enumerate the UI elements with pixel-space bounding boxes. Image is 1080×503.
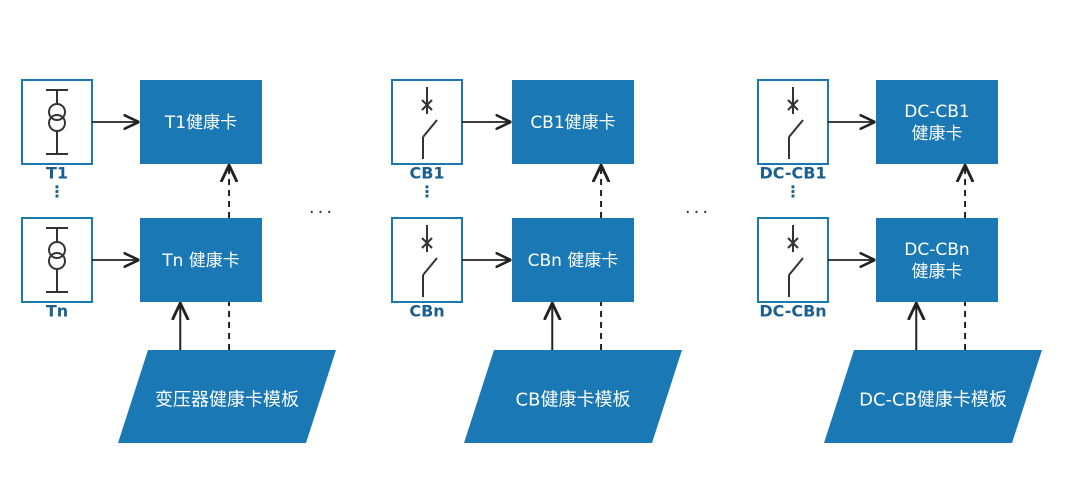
device-label-last: CBn — [409, 302, 444, 321]
device-group-3: DC-CB1⋮DC-CBnDC-CB1健康卡DC-CBn健康卡DC-CB健康卡模… — [757, 79, 1042, 443]
template-parallelogram: DC-CB健康卡模板 — [824, 350, 1042, 443]
template-parallelogram: 变压器健康卡模板 — [118, 350, 336, 443]
circuit-breaker-icon — [757, 79, 829, 165]
template-label: DC-CB健康卡模板 — [859, 390, 1007, 411]
template-parallelogram: CB健康卡模板 — [464, 350, 682, 443]
health-card-first-label: CB1健康卡 — [530, 113, 615, 133]
device-label-first: T1 — [46, 164, 68, 183]
template-label: CB健康卡模板 — [516, 390, 631, 411]
health-card-first: DC-CB1健康卡 — [876, 80, 998, 164]
circuit-breaker-icon — [757, 217, 829, 303]
template-label: 变压器健康卡模板 — [155, 390, 299, 411]
group-separator-2: ··· — [685, 202, 711, 223]
health-card-last-label: CBn 健康卡 — [528, 251, 619, 271]
health-card-last: CBn 健康卡 — [512, 218, 634, 302]
vertical-ellipsis: ⋮ — [419, 182, 435, 201]
health-card-last: Tn 健康卡 — [140, 218, 262, 302]
device-label-last: Tn — [46, 302, 68, 321]
device-label-first: DC-CB1 — [759, 164, 826, 183]
transformer-icon — [21, 79, 93, 165]
transformer-icon — [21, 217, 93, 303]
device-label-first: CB1 — [409, 164, 444, 183]
health-card-first: T1健康卡 — [140, 80, 262, 164]
circuit-breaker-icon — [391, 79, 463, 165]
device-label-last: DC-CBn — [759, 302, 826, 321]
health-card-first-label: 健康卡 — [912, 124, 963, 144]
vertical-ellipsis: ⋮ — [49, 182, 65, 201]
health-card-first: CB1健康卡 — [512, 80, 634, 164]
health-card-last-label: DC-CBn — [904, 240, 969, 260]
health-card-last-label: 健康卡 — [912, 262, 963, 282]
circuit-breaker-icon — [391, 217, 463, 303]
group-separator-1: ··· — [309, 202, 335, 223]
health-card-first-label: T1健康卡 — [164, 113, 237, 133]
device-group-2: CB1⋮ CBn CB1健康卡 CBn 健康卡 CB健康卡模板 — [391, 79, 682, 443]
vertical-ellipsis: ⋮ — [785, 182, 801, 201]
health-card-last-label: Tn 健康卡 — [161, 251, 240, 271]
health-card-first-label: DC-CB1 — [904, 102, 969, 122]
